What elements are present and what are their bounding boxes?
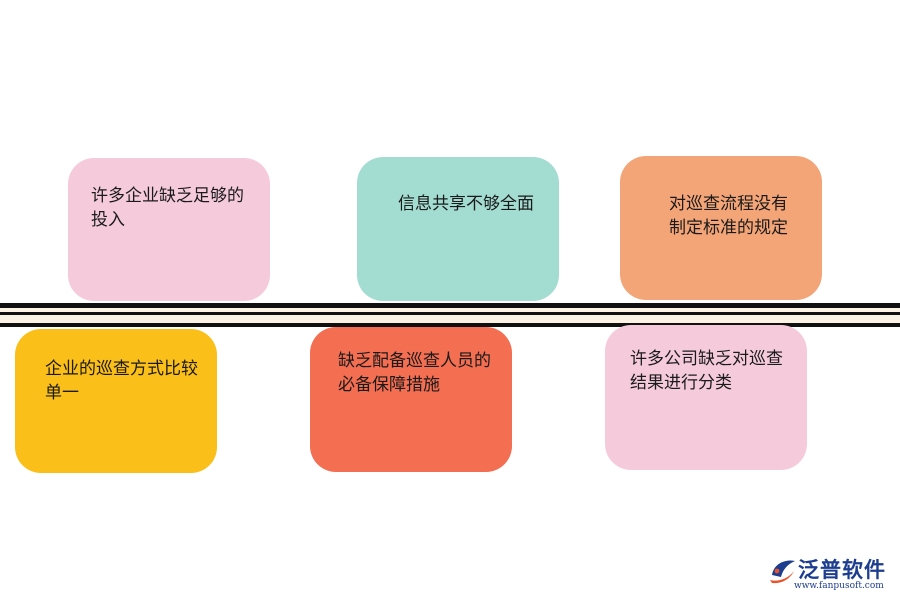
fanpu-logo: 泛普软件 www.fanpusoft.com	[768, 553, 893, 593]
card-text: 许多企业缺乏足够的投入	[91, 186, 244, 230]
fanpu-logo-icon	[770, 560, 795, 584]
timeline-bar	[0, 303, 900, 327]
card-text: 信息共享不够全面	[398, 194, 534, 214]
card-bottom-2: 缺乏配备巡查人员的必备保障措施	[310, 327, 512, 472]
card-bottom-1: 企业的巡查方式比较单一	[15, 329, 217, 473]
card-top-2: 信息共享不够全面	[357, 157, 559, 301]
card-top-1: 许多企业缺乏足够的投入	[68, 158, 270, 301]
card-text: 许多公司缺乏对巡查结果进行分类	[630, 349, 783, 393]
logo-name: 泛普软件	[798, 558, 886, 582]
logo-url: www.fanpusoft.com	[794, 581, 884, 591]
card-text: 企业的巡查方式比较单一	[45, 359, 198, 403]
card-top-3: 对巡查流程没有制定标准的规定	[620, 156, 822, 300]
card-text: 缺乏配备巡查人员的必备保障措施	[338, 351, 491, 395]
card-text: 对巡查流程没有制定标准的规定	[669, 194, 788, 238]
card-bottom-3: 许多公司缺乏对巡查结果进行分类	[605, 325, 807, 470]
